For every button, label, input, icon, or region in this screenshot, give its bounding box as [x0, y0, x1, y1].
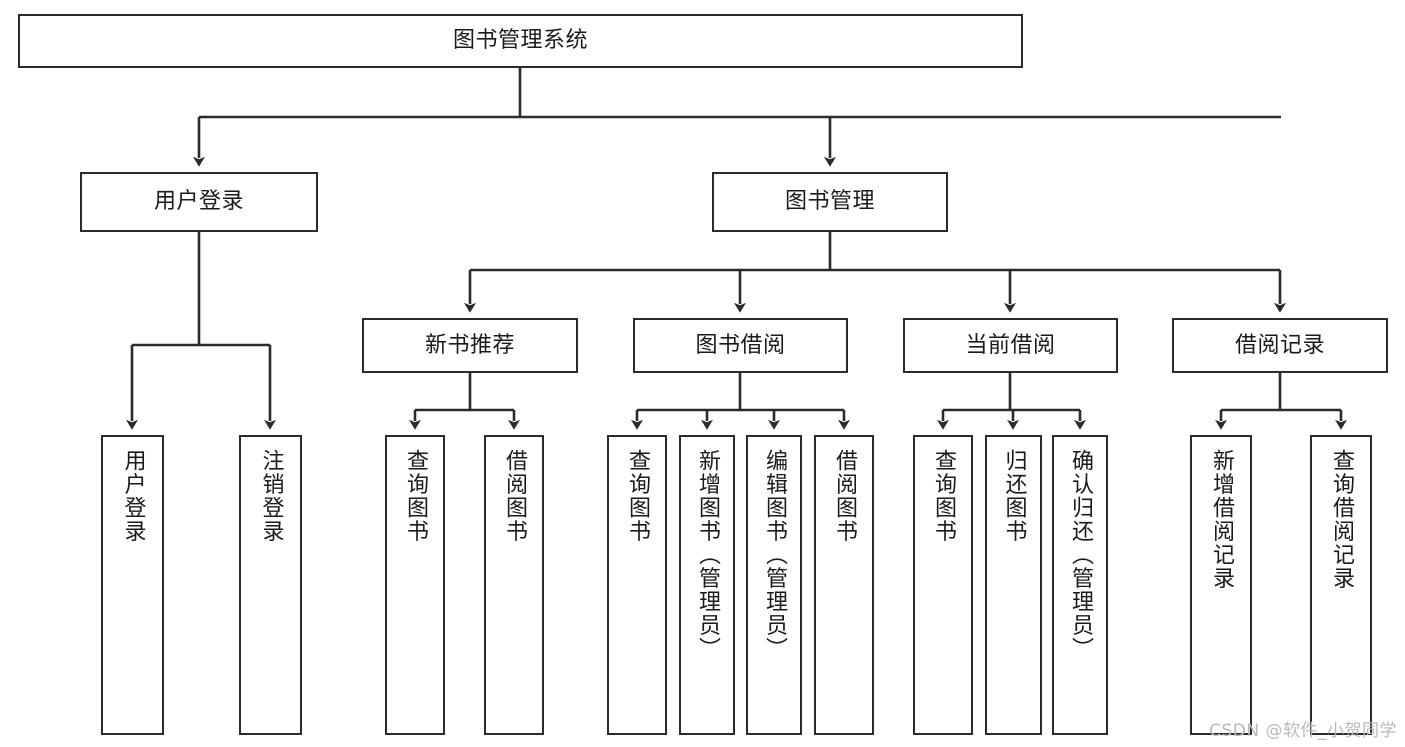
leaf-return-book-label: 归还图书	[1001, 449, 1027, 543]
edges-records-to-leaves	[1215, 373, 1347, 430]
leaf-add-book-admin[interactable]: 新增图书（管理员）	[679, 435, 735, 735]
node-user-login-label: 用户登录	[153, 189, 244, 215]
leaf-logout[interactable]: 注销登录	[239, 435, 302, 735]
node-book-management-label: 图书管理	[784, 189, 875, 215]
leaf-query-book-current-label: 查询图书	[930, 449, 956, 543]
node-user-login[interactable]: 用户登录	[80, 172, 318, 232]
leaf-query-borrow-record-label: 查询借阅记录	[1328, 449, 1354, 590]
leaf-borrow-book-recommend-label: 借阅图书	[501, 449, 527, 543]
leaf-return-book[interactable]: 归还图书	[985, 435, 1042, 735]
leaf-query-book-borrow-label: 查询图书	[624, 449, 650, 543]
leaf-confirm-return-admin-label: 确认归还（管理员）	[1067, 449, 1093, 661]
leaf-logout-label: 注销登录	[258, 449, 284, 543]
leaf-query-book-recommend-label: 查询图书	[402, 449, 428, 543]
node-new-book-recommend[interactable]: 新书推荐	[362, 318, 578, 373]
edges-newbook-to-leaves	[409, 373, 520, 430]
edges-root-to-level2	[193, 68, 1281, 167]
node-current-borrow[interactable]: 当前借阅	[903, 318, 1118, 373]
leaf-query-book-current[interactable]: 查询图书	[913, 435, 973, 735]
leaf-query-book-recommend[interactable]: 查询图书	[385, 435, 445, 735]
leaf-confirm-return-admin[interactable]: 确认归还（管理员）	[1052, 435, 1108, 735]
leaf-edit-book-admin[interactable]: 编辑图书（管理员）	[746, 435, 802, 735]
leaf-borrow-book-recommend[interactable]: 借阅图书	[484, 435, 544, 735]
leaf-user-login[interactable]: 用户登录	[101, 435, 164, 735]
leaf-user-login-label: 用户登录	[120, 449, 146, 543]
node-root[interactable]: 图书管理系统	[18, 14, 1023, 68]
leaf-edit-book-admin-label: 编辑图书（管理员）	[761, 449, 787, 661]
edges-borrow-to-leaves	[631, 373, 850, 430]
leaf-borrow-book-label: 借阅图书	[831, 449, 857, 543]
node-book-borrow[interactable]: 图书借阅	[633, 318, 848, 373]
leaf-add-borrow-record[interactable]: 新增借阅记录	[1190, 435, 1252, 735]
edges-current-to-leaves	[937, 373, 1086, 430]
edges-bookmgmt-to-level3	[464, 232, 1286, 313]
leaf-query-book-borrow[interactable]: 查询图书	[607, 435, 667, 735]
node-root-label: 图书管理系统	[452, 28, 588, 54]
edges-userlogin-to-leaves	[126, 232, 276, 430]
leaf-query-borrow-record[interactable]: 查询借阅记录	[1310, 435, 1372, 735]
leaf-add-book-admin-label: 新增图书（管理员）	[694, 449, 720, 661]
leaf-add-borrow-record-label: 新增借阅记录	[1208, 449, 1234, 590]
node-book-borrow-label: 图书借阅	[695, 332, 786, 358]
leaf-borrow-book[interactable]: 借阅图书	[814, 435, 874, 735]
node-borrow-records-label: 借阅记录	[1234, 332, 1325, 358]
node-book-management[interactable]: 图书管理	[712, 172, 948, 232]
node-new-book-recommend-label: 新书推荐	[424, 332, 515, 358]
node-current-borrow-label: 当前借阅	[965, 332, 1056, 358]
node-borrow-records[interactable]: 借阅记录	[1172, 318, 1388, 373]
